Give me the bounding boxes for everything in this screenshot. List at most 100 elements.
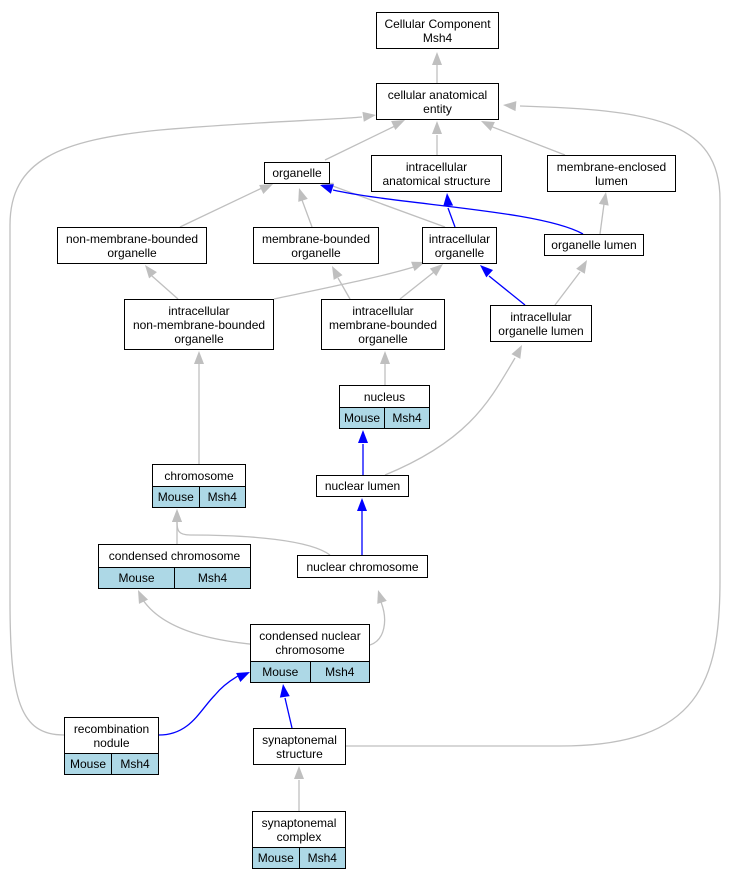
edge-syncpx-to-synstr-arrowhead: [294, 766, 304, 779]
edge-recnod-to-cae-line: [9, 116, 363, 736]
node-non-membrane-bounded-organelle[interactable]: non-membrane-bounded organelle: [57, 227, 207, 264]
node-label: synaptonemal structure: [262, 732, 337, 761]
node-label: condensed nuclear chromosome: [259, 629, 361, 657]
annotation-species: Mouse: [340, 408, 384, 428]
edge-ol-to-mel-line: [599, 203, 605, 235]
edge-ol-to-mel-arrowhead: [598, 192, 609, 206]
node-cellular-component-root[interactable]: Cellular Component Msh4: [376, 12, 499, 49]
edge-organelle-to-cae: [324, 120, 405, 161]
node-nuclear-chromosome[interactable]: nuclear chromosome: [297, 555, 428, 578]
edge-cnc-to-condchr: [138, 590, 261, 646]
node-chromosome[interactable]: chromosome Mouse Msh4: [152, 464, 246, 508]
node-label: intracellular organelle lumen: [498, 309, 584, 338]
edge-imbo-to-io-line: [399, 271, 435, 300]
node-organelle[interactable]: organelle: [264, 162, 330, 184]
annotation-row: Mouse Msh4: [340, 407, 429, 428]
edge-cae-to-root: [432, 52, 442, 83]
edge-mbo-to-organelle-arrowhead: [298, 188, 308, 202]
edge-recnod-to-cae-arrowhead: [362, 111, 376, 122]
edge-nuchr-to-chromosome-arrowhead: [172, 509, 182, 522]
edge-mel-to-cae-arrowhead: [481, 121, 495, 132]
edge-cnc-to-nuchr: [369, 590, 387, 646]
node-synaptonemal-complex[interactable]: synaptonemal complex Mouse Msh4: [252, 811, 346, 869]
node-label: chromosome: [164, 468, 234, 483]
annotation-species: Mouse: [253, 848, 299, 868]
node-nucleus[interactable]: nucleus Mouse Msh4: [339, 385, 430, 429]
edge-ol-to-mel: [598, 192, 609, 235]
edge-nmbo-to-organelle: [179, 184, 273, 228]
node-intracellular-membrane-bounded-organelle[interactable]: intracellular membrane-bounded organelle: [321, 299, 445, 350]
annotation-gene: Msh4: [384, 408, 429, 428]
edge-nmbo-to-organelle-line: [179, 187, 263, 228]
annotation-species: Mouse: [99, 568, 174, 588]
node-label: nuclear chromosome: [306, 559, 419, 574]
edge-iol-to-ol: [554, 260, 587, 306]
edge-io-to-organelle-line: [329, 184, 446, 228]
edge-synstr-to-cnc: [279, 684, 293, 729]
edge-cae-to-root-arrowhead: [432, 52, 442, 65]
annotation-species: Mouse: [251, 662, 310, 682]
node-intracellular-organelle-lumen[interactable]: intracellular organelle lumen: [490, 305, 592, 342]
edge-synstr-to-cnc-line: [284, 697, 293, 729]
node-intracellular-anatomical-structure[interactable]: intracellular anatomical structure: [371, 155, 502, 192]
annotation-gene: Msh4: [309, 662, 369, 682]
edge-syncpx-to-synstr: [294, 766, 304, 811]
edge-iol-to-ol-arrowhead: [576, 260, 587, 274]
edge-iol-to-io-arrowhead: [480, 265, 494, 278]
node-label: intracellular anatomical structure: [382, 159, 491, 188]
edge-inmbo-to-nmbo-arrowhead: [145, 265, 157, 279]
edge-imbo-to-mbo-arrowhead: [332, 266, 343, 280]
node-condensed-chromosome[interactable]: condensed chromosome Mouse Msh4: [98, 544, 251, 589]
edge-chromosome-to-inmbo-arrowhead: [194, 351, 204, 364]
edge-chromosome-to-inmbo: [194, 351, 204, 464]
edge-nuclum-to-iol-line: [384, 357, 516, 476]
node-organelle-lumen[interactable]: organelle lumen: [544, 234, 644, 256]
node-nuclear-lumen[interactable]: nuclear lumen: [316, 475, 409, 497]
node-label: non-membrane-bounded organelle: [65, 231, 199, 260]
annotation-gene: Msh4: [111, 754, 158, 774]
edge-synstr-to-cae: [346, 101, 721, 747]
edge-inmbo-to-io-arrowhead: [411, 261, 425, 272]
edge-iol-to-io-line: [488, 275, 526, 306]
annotation-row: Mouse Msh4: [251, 661, 369, 682]
annotation-species: Mouse: [65, 754, 111, 774]
edge-cnc-to-condchr-arrowhead: [138, 590, 149, 604]
edge-mbo-to-organelle-line: [301, 199, 313, 228]
annotation-gene: Msh4: [298, 848, 345, 868]
edge-ias-to-cae: [432, 121, 442, 155]
edge-nucleus-to-imbo-arrowhead: [380, 351, 390, 364]
node-membrane-bounded-organelle[interactable]: membrane-bounded organelle: [253, 227, 379, 264]
node-intracellular-organelle[interactable]: intracellular organelle: [422, 227, 497, 264]
edge-ol-to-organelle: [320, 184, 584, 235]
node-membrane-enclosed-lumen[interactable]: membrane-enclosed lumen: [547, 155, 676, 192]
edge-nuclum-to-iol: [384, 345, 522, 476]
edge-nmbo-to-organelle-arrowhead: [259, 184, 273, 195]
edge-nuchr-to-nuclum-arrowhead: [357, 498, 367, 511]
edge-synstr-to-cae-line: [346, 105, 721, 747]
node-label: organelle: [272, 166, 322, 180]
node-label: intracellular membrane-bounded organelle: [328, 303, 438, 346]
edge-cnc-to-nuchr-arrowhead: [377, 590, 387, 604]
edge-inmbo-to-io-line: [273, 264, 421, 300]
annotation-gene: Msh4: [198, 487, 245, 507]
edge-mbo-to-organelle: [298, 188, 313, 228]
node-intracellular-non-membrane-bounded-organelle[interactable]: intracellular non-membrane-bounded organ…: [124, 299, 274, 350]
edge-io-to-ias-arrowhead: [443, 193, 454, 207]
edge-nuclum-to-iol-arrowhead: [511, 345, 522, 359]
node-label: synaptonemal complex: [261, 815, 337, 844]
node-label: cellular anatomical entity: [387, 87, 488, 116]
node-label: membrane-enclosed lumen: [556, 159, 667, 188]
edge-cnc-to-condchr-line: [142, 599, 261, 646]
node-synaptonemal-structure[interactable]: synaptonemal structure: [253, 728, 346, 765]
edge-recnod-to-cnc-line: [158, 675, 239, 736]
edge-nuchr-to-nuclum: [357, 498, 367, 555]
node-cellular-anatomical-entity[interactable]: cellular anatomical entity: [376, 83, 499, 120]
edge-nuchr-to-chromosome-line: [176, 521, 331, 556]
edge-iol-to-io: [480, 265, 526, 306]
edge-recnod-to-cnc: [158, 672, 250, 736]
node-recombination-nodule[interactable]: recombination nodule Mouse Msh4: [64, 717, 159, 775]
node-label: Cellular Component Msh4: [384, 16, 491, 45]
node-label: membrane-bounded organelle: [261, 231, 371, 260]
node-condensed-nuclear-chromosome[interactable]: condensed nuclear chromosome Mouse Msh4: [250, 624, 370, 683]
